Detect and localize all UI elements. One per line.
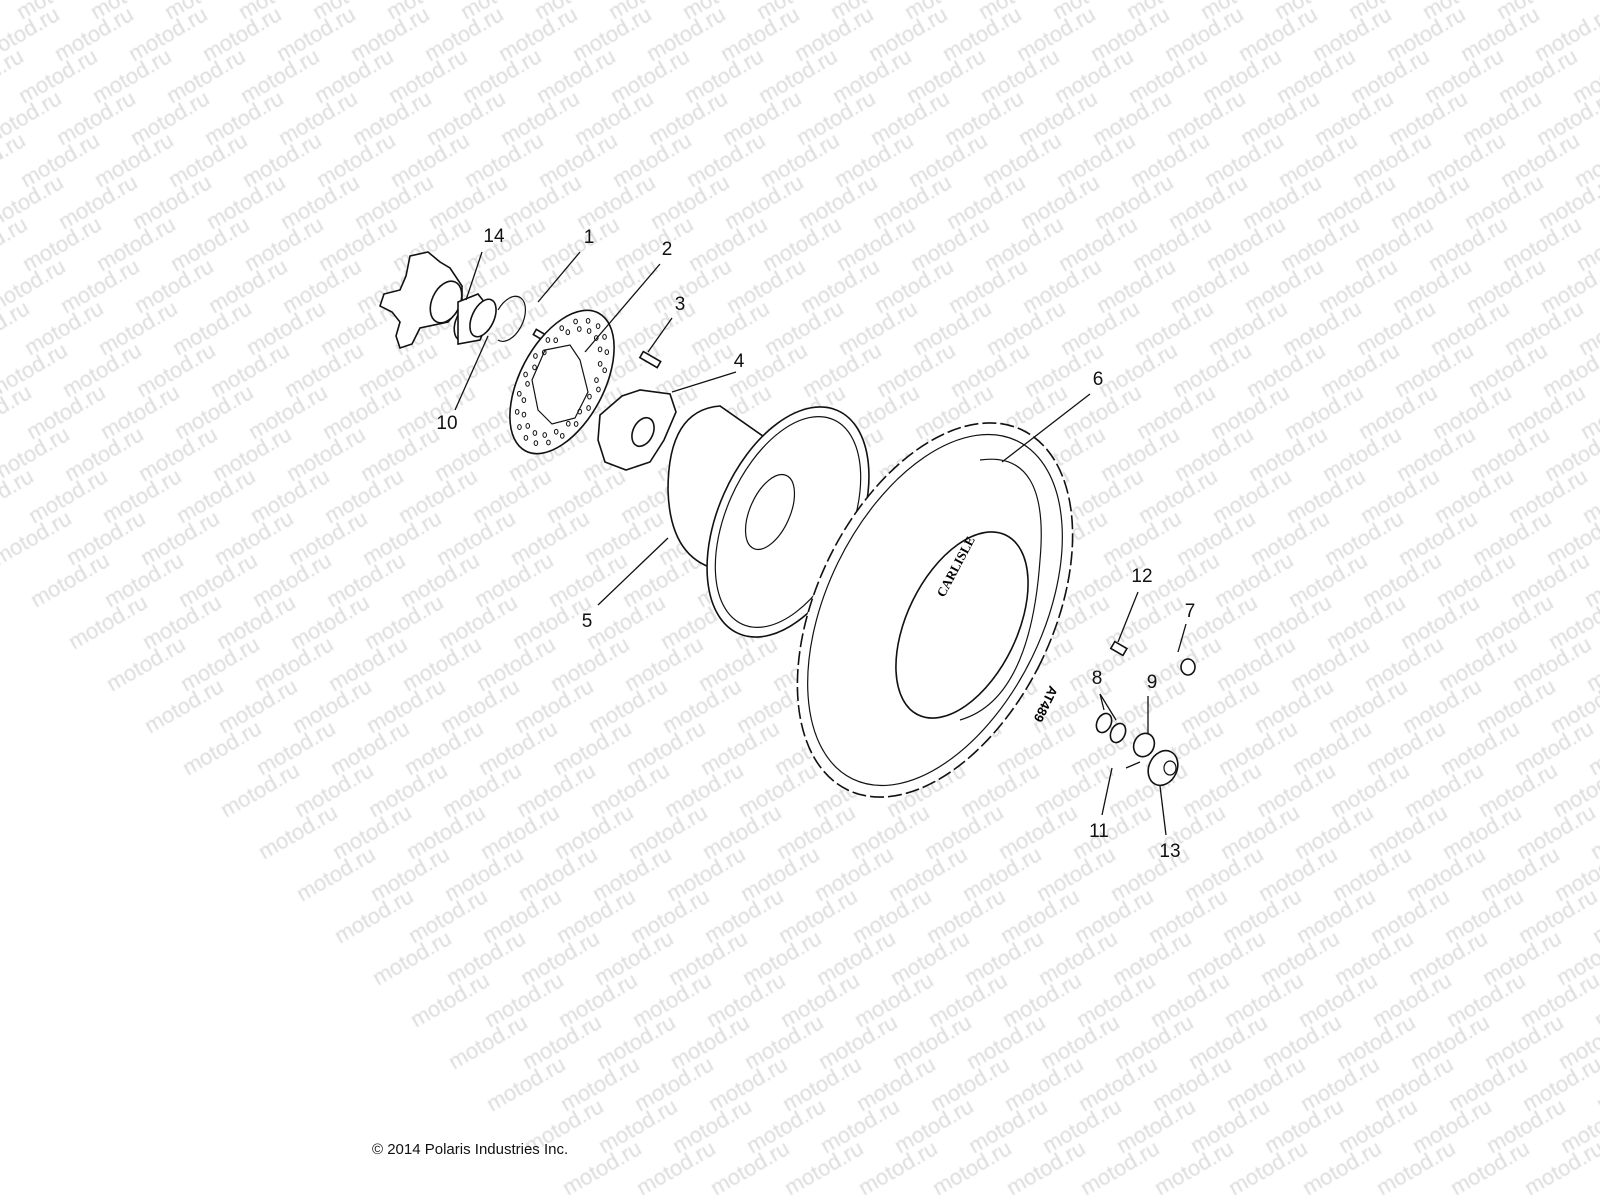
- disc-hole: [573, 421, 579, 427]
- disc-hole: [521, 411, 527, 418]
- leader-line-bearing: [465, 251, 483, 301]
- bearing: [453, 293, 497, 345]
- leader-line-washers: [1099, 693, 1117, 721]
- callout-bearing: 14: [483, 226, 505, 247]
- disc-hole: [594, 377, 599, 384]
- nut: [1132, 732, 1156, 758]
- leader-line-brake-disc: [584, 263, 661, 353]
- cotter-pin: [1125, 761, 1141, 769]
- disc-hole: [553, 428, 559, 435]
- brake-disc: [509, 309, 615, 455]
- disc-hole: [523, 371, 528, 378]
- disc-hole: [577, 408, 583, 415]
- callout-valve-stem: 12: [1131, 566, 1152, 587]
- leader-line-tire: [1001, 393, 1091, 463]
- disc-hole: [585, 317, 591, 324]
- disc-hole: [525, 380, 530, 387]
- disc-hole: [602, 367, 608, 374]
- disc-hole: [541, 349, 547, 356]
- disc-hole: [586, 328, 592, 334]
- disc-hole: [593, 335, 599, 341]
- tire: CARLISLE AT489: [796, 422, 1074, 798]
- callout-hub-cap: 13: [1159, 841, 1180, 862]
- disc-hole: [596, 386, 601, 393]
- tire-model-text: AT489: [1031, 684, 1061, 725]
- disc-hole: [604, 349, 610, 356]
- disc-hole: [573, 318, 578, 325]
- disc-hole: [517, 424, 522, 430]
- callout-cap: 7: [1185, 601, 1196, 622]
- steering-knuckle: [379, 251, 463, 350]
- disc-hole: [545, 337, 551, 343]
- disc-hole: [565, 420, 571, 427]
- disc-hole: [521, 397, 527, 404]
- hub-cap: [1147, 749, 1179, 787]
- leader-line-cotter-pin: [1101, 767, 1113, 816]
- disc-hole: [532, 364, 537, 371]
- callout-washers: 8: [1092, 668, 1103, 689]
- disc-hole: [595, 323, 601, 330]
- leader-line-wheel-rim: [597, 537, 669, 606]
- disc-hole: [525, 423, 531, 429]
- disc-hole: [532, 430, 538, 436]
- disc-hole: [565, 329, 571, 336]
- valve-stem: [1109, 640, 1129, 657]
- callout-stud: 3: [675, 294, 686, 315]
- disc-hole: [602, 334, 607, 340]
- leader-line-retaining-ring: [454, 335, 489, 411]
- callout-nut: 9: [1147, 672, 1158, 693]
- copyright-notice: © 2014 Polaris Industries Inc.: [372, 1141, 569, 1158]
- washers: [1095, 712, 1127, 744]
- callout-hub: 4: [734, 351, 745, 372]
- disc-hole: [533, 440, 539, 447]
- hub: [597, 389, 677, 471]
- disc-hole: [559, 432, 565, 439]
- disc-hole: [533, 353, 538, 359]
- cap: [1180, 658, 1196, 676]
- callout-brake-disc: 2: [662, 239, 673, 260]
- callout-pin: 1: [584, 227, 595, 248]
- stud: [638, 350, 662, 369]
- disc-hole: [586, 405, 591, 411]
- leader-line-stud: [647, 317, 673, 353]
- leader-line-pin: [537, 251, 581, 303]
- leader-line-hub: [671, 371, 737, 393]
- disc-hole: [546, 439, 551, 446]
- leader-line-hub-cap: [1159, 785, 1167, 836]
- disc-hole: [516, 390, 522, 397]
- callout-cotter-pin: 11: [1089, 821, 1109, 842]
- disc-hole: [514, 408, 520, 415]
- disc-hole: [597, 346, 603, 353]
- disc-hole: [523, 434, 529, 441]
- disc-hole: [542, 432, 548, 438]
- callout-tire: 6: [1093, 369, 1104, 390]
- disc-hole: [587, 393, 592, 400]
- leader-line-washers: [1099, 693, 1105, 711]
- leader-line-valve-stem: [1117, 591, 1139, 643]
- disc-hole: [559, 325, 565, 332]
- retaining-ring: [497, 295, 527, 342]
- callout-wheel-rim: 5: [582, 611, 593, 632]
- disc-hole: [553, 337, 559, 344]
- disc-hole: [576, 326, 582, 332]
- callout-retaining-ring: 10: [436, 413, 457, 434]
- disc-hole: [597, 360, 603, 367]
- leader-line-cap: [1177, 623, 1187, 653]
